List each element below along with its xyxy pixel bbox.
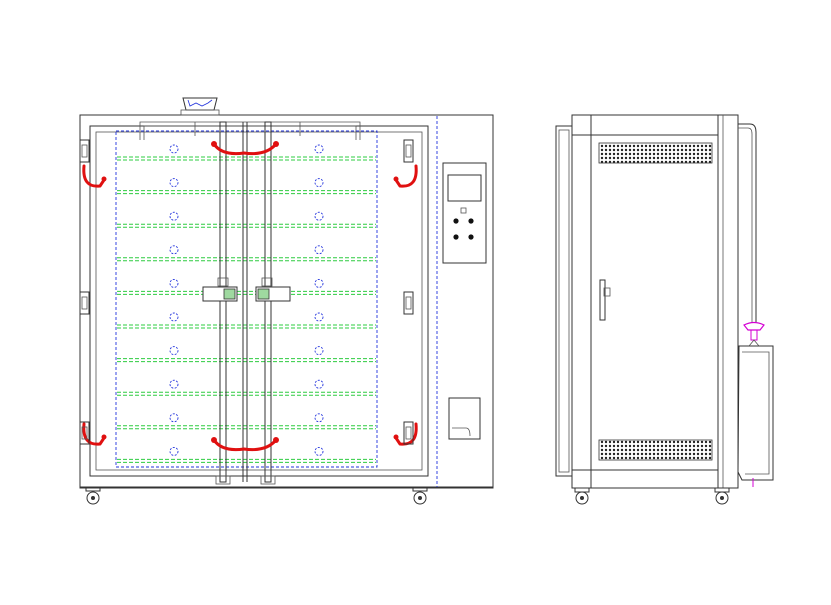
vent-hole-icon xyxy=(169,346,179,356)
side-handle-icon-right-bottom xyxy=(393,422,418,446)
control-button xyxy=(453,234,459,240)
vent-hole-icon xyxy=(314,346,324,356)
vent-hole-icon xyxy=(314,446,324,456)
door-rails xyxy=(215,121,276,485)
vent-holes-group xyxy=(169,144,324,456)
control-panel xyxy=(442,162,487,264)
vent-hole-icon xyxy=(314,245,324,255)
side-cabinet-outline xyxy=(571,114,739,489)
vent-hole-icon xyxy=(169,144,179,154)
control-button xyxy=(468,218,474,224)
handle-icon-bottom xyxy=(211,437,279,452)
top-piping xyxy=(139,121,361,140)
hinges xyxy=(79,139,414,445)
top-vent xyxy=(180,97,220,116)
inspection-box xyxy=(448,397,481,440)
vent-hole-icon xyxy=(169,446,179,456)
control-button xyxy=(453,218,459,224)
control-button xyxy=(468,234,474,240)
side-caster-icon-right xyxy=(714,487,730,505)
vent-hole-icon xyxy=(169,211,179,221)
valve-icon xyxy=(743,321,765,341)
vent-hole-icon xyxy=(169,413,179,423)
vent-hole-icon xyxy=(169,312,179,322)
side-handle-icon-left-bottom xyxy=(82,422,107,446)
side-handle-icon-left-top xyxy=(82,164,107,188)
side-handle-icon-right-top xyxy=(393,164,418,188)
display-screen xyxy=(447,174,482,202)
side-view xyxy=(555,114,774,505)
handle-icon-top xyxy=(211,141,279,156)
side-caster-icon-left xyxy=(574,487,590,505)
vent-hole-icon xyxy=(169,245,179,255)
vent-grille-icon-bottom xyxy=(598,439,713,461)
vent-hole-icon xyxy=(314,178,324,188)
vent-hole-icon xyxy=(314,312,324,322)
vent-hole-icon xyxy=(314,379,324,389)
water-tank xyxy=(737,339,774,487)
vent-hole-icon xyxy=(314,144,324,154)
caster-icon-left xyxy=(85,486,101,505)
side-door-handle-icon xyxy=(599,279,611,321)
front-view xyxy=(79,97,494,505)
vent-hole-icon xyxy=(314,413,324,423)
vent-hole-icon xyxy=(314,211,324,221)
vent-hole-icon xyxy=(169,278,179,288)
vent-hole-icon xyxy=(169,379,179,389)
vent-hole-icon xyxy=(314,278,324,288)
vent-grille-icon-top xyxy=(598,142,713,164)
door-latch xyxy=(202,277,291,302)
vent-hole-icon xyxy=(169,178,179,188)
gas-pipe xyxy=(738,123,757,322)
caster-icon-right xyxy=(412,486,428,505)
side-back-frame xyxy=(555,125,573,477)
